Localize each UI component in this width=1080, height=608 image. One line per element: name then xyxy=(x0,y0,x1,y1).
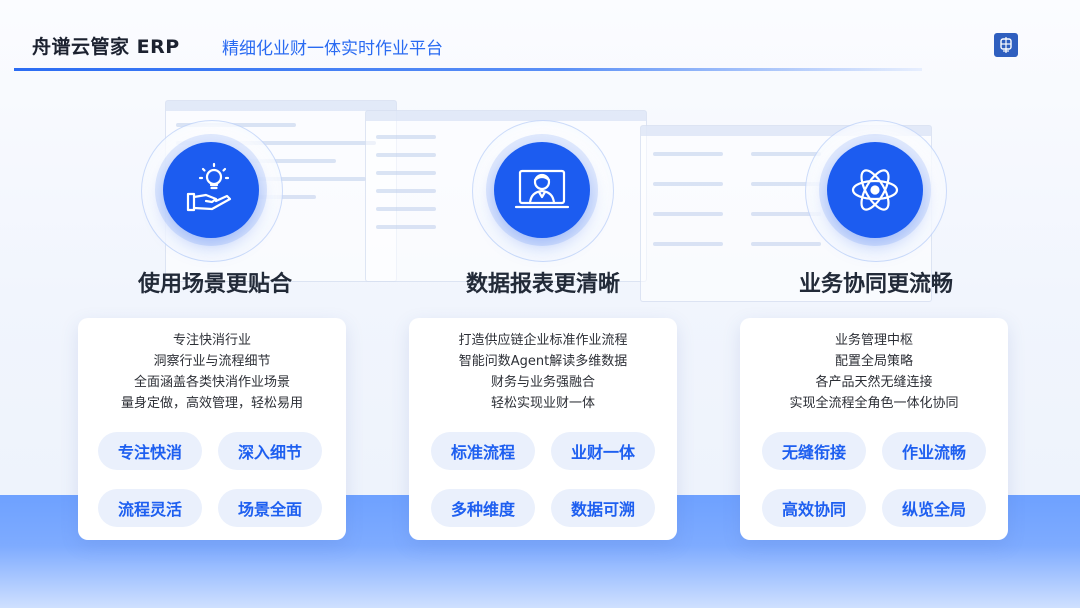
card-text-line: 各产品天然无缝连接 xyxy=(815,375,933,390)
card-text-line: 全面涵盖各类快消作业场景 xyxy=(133,375,290,390)
brand-logo-icon xyxy=(994,33,1018,57)
lightbulb-hand-icon xyxy=(163,142,259,238)
feature-tag: 纵览全局 xyxy=(882,489,986,527)
card-text-line: 配置全局策略 xyxy=(834,354,913,369)
card-text-line: 打造供应链企业标准作业流程 xyxy=(458,333,628,348)
feature-tag: 专注快消 xyxy=(98,432,202,470)
user-monitor-icon xyxy=(494,142,590,238)
feature-card: 专注快消行业 洞察行业与流程细节 全面涵盖各类快消作业场景 量身定做，高效管理，… xyxy=(78,318,346,540)
feature-tag: 作业流畅 xyxy=(882,432,986,470)
header-divider xyxy=(14,68,922,71)
feature-tag: 无缝衔接 xyxy=(762,432,866,470)
card-text-line: 财务与业务强融合 xyxy=(490,375,595,390)
atom-icon xyxy=(827,142,923,238)
card-text-line: 洞察行业与流程细节 xyxy=(153,354,271,369)
feature-tag: 数据可溯 xyxy=(551,489,655,527)
card-text-line: 量身定做，高效管理，轻松易用 xyxy=(120,396,303,411)
column-title: 使用场景更贴合 xyxy=(137,272,292,297)
column-title: 业务协同更流畅 xyxy=(798,272,953,297)
feature-card: 业务管理中枢 配置全局策略 各产品天然无缝连接 实现全流程全角色一体化协同 无缝… xyxy=(740,318,1008,540)
card-text-line: 实现全流程全角色一体化协同 xyxy=(789,396,959,411)
feature-tag: 多种维度 xyxy=(431,489,535,527)
card-text-line: 轻松实现业财一体 xyxy=(490,396,595,411)
column-title: 数据报表更清晰 xyxy=(465,272,620,297)
feature-tag: 流程灵活 xyxy=(98,489,202,527)
feature-tag: 深入细节 xyxy=(218,432,322,470)
page-title: 舟谱云管家 ERP xyxy=(32,36,180,58)
feature-tag: 业财一体 xyxy=(551,432,655,470)
card-text-line: 专注快消行业 xyxy=(172,333,251,348)
feature-card: 打造供应链企业标准作业流程 智能问数Agent解读多维数据 财务与业务强融合 轻… xyxy=(409,318,677,540)
feature-tag: 场景全面 xyxy=(218,489,322,527)
card-text-line: 业务管理中枢 xyxy=(834,333,913,348)
card-text-line: 智能问数Agent解读多维数据 xyxy=(458,354,628,369)
page-subtitle: 精细化业财一体实时作业平台 xyxy=(222,39,443,59)
feature-tag: 高效协同 xyxy=(762,489,866,527)
feature-tag: 标准流程 xyxy=(431,432,535,470)
